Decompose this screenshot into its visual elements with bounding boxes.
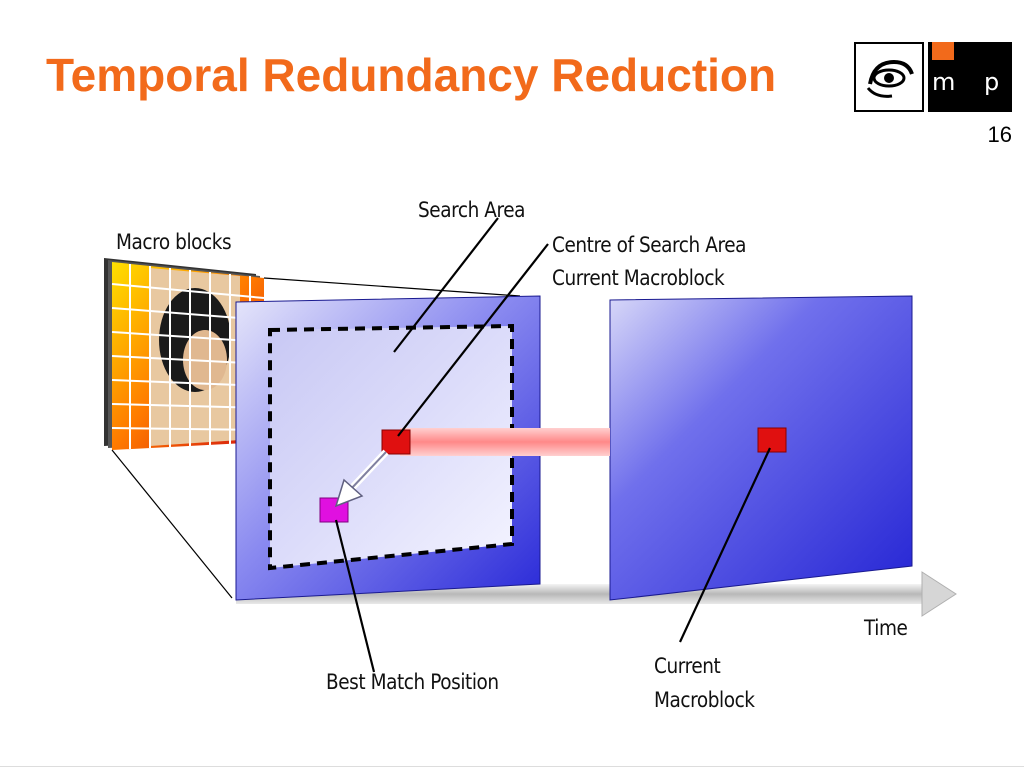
current-macroblock-label-top: Current Macroblock bbox=[552, 266, 725, 290]
correspondence-beam bbox=[400, 428, 610, 456]
best-match-label: Best Match Position bbox=[326, 670, 499, 694]
current-label-line2: Macroblock bbox=[654, 688, 755, 712]
eye-icon bbox=[854, 42, 924, 112]
logo-orange-square bbox=[932, 42, 954, 60]
search-area-label: Search Area bbox=[418, 198, 526, 222]
logo-letter-m: m bbox=[932, 68, 956, 96]
search-area-leader bbox=[393, 217, 499, 353]
current-label-line1: Current bbox=[654, 654, 721, 678]
search-area-border bbox=[268, 323, 514, 571]
mp-logo: m p bbox=[854, 42, 1012, 112]
perspective-line-bottom bbox=[111, 449, 233, 599]
centre-search-label: Centre of Search Area bbox=[552, 233, 747, 257]
perspective-line-top bbox=[263, 277, 521, 297]
page-number: 16 bbox=[987, 122, 1012, 147]
macro-blocks-image bbox=[104, 258, 265, 450]
current-macroblock bbox=[757, 427, 787, 453]
macro-blocks-label: Macro blocks bbox=[116, 230, 232, 254]
time-label: Time bbox=[864, 616, 908, 640]
centre-search-block bbox=[381, 429, 411, 455]
best-match-leader bbox=[334, 519, 376, 673]
slide-title: Temporal Redundancy Reduction bbox=[46, 49, 777, 101]
logo-letter-p: p bbox=[984, 68, 1000, 96]
centre-leader bbox=[397, 243, 549, 437]
motion-vector-arrow bbox=[334, 449, 389, 508]
bottom-divider bbox=[0, 766, 1024, 767]
current-leader bbox=[679, 447, 771, 643]
